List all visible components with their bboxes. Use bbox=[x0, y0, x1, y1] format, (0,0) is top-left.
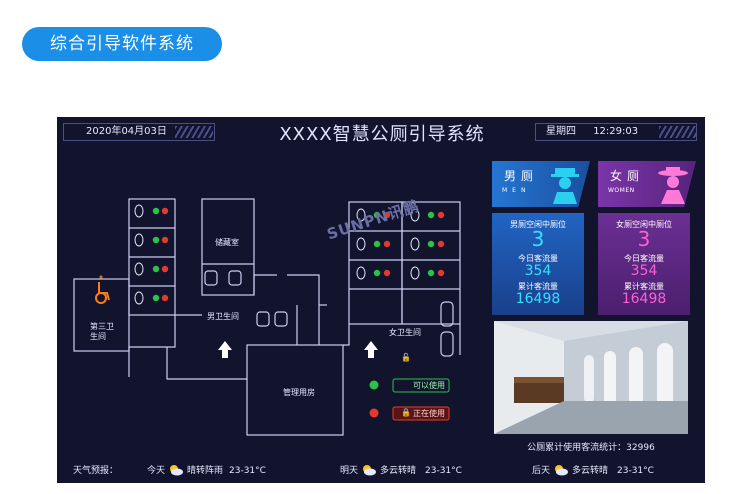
restroom-photo bbox=[494, 321, 688, 434]
management-room-label: 管理用房 bbox=[283, 388, 315, 397]
stall-status-dot bbox=[152, 294, 160, 302]
sun-cloud-icon bbox=[363, 465, 376, 476]
stall-status-dot bbox=[427, 211, 435, 219]
women-room-label: 女卫生间 bbox=[389, 328, 421, 337]
women-total-label: 累计客流量 bbox=[624, 282, 664, 291]
men-today-label: 今日客流量 bbox=[518, 254, 558, 263]
men-vacant-label: 男厕空闲中厕位 bbox=[510, 220, 566, 229]
stall-status-dot bbox=[161, 294, 169, 302]
legend-occupied-label: 正在使用 bbox=[413, 409, 445, 418]
total-flow-stat: 公厕累计使用客流统计：32996 bbox=[527, 443, 655, 453]
weather-tomorrow-temp: 23-31°C bbox=[425, 466, 462, 476]
stall-status-dot bbox=[161, 265, 169, 273]
men-total-label: 累计客流量 bbox=[518, 282, 558, 291]
stall-status-dot bbox=[373, 269, 381, 277]
sun-cloud-icon bbox=[555, 465, 568, 476]
available-legend-box bbox=[392, 378, 450, 393]
stall-status-dot bbox=[383, 211, 391, 219]
third-room-label-2: 生间 bbox=[90, 332, 106, 341]
stall-status-dot bbox=[427, 240, 435, 248]
stall-status-dot bbox=[427, 269, 435, 277]
weather-today-day: 今天 bbox=[147, 466, 166, 476]
men-vacant-value: 3 bbox=[531, 227, 545, 251]
stall-status-dot bbox=[161, 207, 169, 215]
men-room-label: 男卫生间 bbox=[207, 312, 239, 321]
woman-figure-icon bbox=[658, 167, 688, 204]
hatch-decoration bbox=[175, 126, 213, 138]
women-title: 女厕 bbox=[610, 169, 645, 183]
men-title: 男厕 bbox=[504, 169, 539, 183]
women-subtitle: WOMEN bbox=[608, 187, 635, 194]
date-display: 2020年04月03日 bbox=[63, 123, 215, 141]
clock-label: 12:29:03 bbox=[593, 126, 639, 137]
third-room-label-1: 第三卫 bbox=[90, 322, 114, 331]
weather-after-day: 后天 bbox=[532, 466, 551, 476]
stall-status-dot bbox=[152, 265, 160, 273]
lock-open-icon: 🔓 bbox=[401, 353, 411, 362]
weather-tomorrow-day: 明天 bbox=[340, 466, 359, 476]
available-dot-icon bbox=[369, 380, 379, 390]
weather-today-temp: 23-31°C bbox=[229, 466, 266, 476]
weather-label: 天气预报： bbox=[73, 466, 119, 476]
legend-available-label: 可以使用 bbox=[413, 381, 445, 390]
men-subtitle: MEN bbox=[502, 187, 531, 194]
entry-arrow-icon bbox=[218, 341, 232, 358]
floor-plan bbox=[73, 198, 461, 436]
weather-bar: 天气预报： 今天 晴转阵雨 23-31°C 明天 多云转晴 23-31°C 后天… bbox=[57, 459, 705, 483]
stall-status-dot bbox=[383, 240, 391, 248]
lock-closed-icon: 🔒 bbox=[401, 408, 411, 417]
women-today-value: 354 bbox=[630, 263, 658, 279]
top-bar: 2020年04月03日 XXXX智慧公厕引导系统 星期四 12:29:03 bbox=[57, 117, 705, 147]
weather-tomorrow-desc: 多云转晴 bbox=[380, 466, 417, 476]
stall-status-dot bbox=[383, 269, 391, 277]
women-vacant-label: 女厕空闲中厕位 bbox=[616, 220, 672, 229]
occupied-dot-icon bbox=[369, 408, 379, 418]
men-total-value: 16498 bbox=[515, 291, 561, 307]
stall-status-dot bbox=[373, 240, 381, 248]
screen-title: XXXX智慧公厕引导系统 bbox=[279, 124, 485, 145]
wheelchair-icon bbox=[95, 275, 110, 304]
storage-room-label: 储藏室 bbox=[215, 238, 239, 247]
stall-status-dot bbox=[152, 207, 160, 215]
entry-arrow-icon bbox=[364, 341, 378, 358]
stall-status-dot bbox=[161, 236, 169, 244]
man-figure-icon bbox=[551, 168, 579, 204]
women-stats-panel: 女厕空闲中厕位 3 今日客流量 354 累计客流量 16498 bbox=[598, 213, 690, 315]
weather-today-desc: 晴转阵雨 bbox=[187, 466, 224, 476]
stall-status-dot bbox=[437, 269, 445, 277]
stall-status-dot bbox=[437, 211, 445, 219]
sun-cloud-icon bbox=[170, 465, 183, 476]
women-total-value: 16498 bbox=[621, 291, 667, 307]
app-title-pill: 综合引导软件系统 bbox=[22, 27, 222, 61]
women-today-label: 今日客流量 bbox=[624, 254, 664, 263]
guidance-screen: 2020年04月03日 XXXX智慧公厕引导系统 星期四 12:29:03 bbox=[57, 117, 705, 483]
occupied-legend-box bbox=[392, 406, 450, 421]
men-today-value: 354 bbox=[524, 263, 552, 279]
weather-after-temp: 23-31°C bbox=[617, 466, 654, 476]
hatch-decoration bbox=[659, 126, 697, 138]
stall-status-dot bbox=[373, 211, 381, 219]
stall-status-dot bbox=[437, 240, 445, 248]
weekday-label: 星期四 bbox=[546, 126, 576, 137]
men-stats-panel: 男厕空闲中厕位 3 今日客流量 354 累计客流量 16498 bbox=[492, 213, 584, 315]
stall-status-dot bbox=[152, 236, 160, 244]
weather-after-desc: 多云转晴 bbox=[572, 466, 609, 476]
women-vacant-value: 3 bbox=[637, 227, 651, 251]
